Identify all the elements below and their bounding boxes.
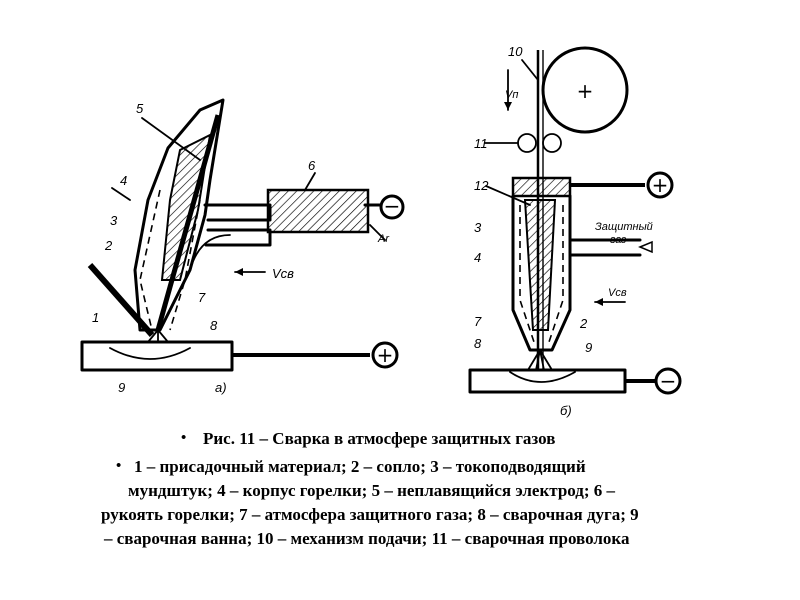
plus-sign-b: + [652,173,669,197]
gas-inlet-b [638,240,653,254]
gas-flow-a2 [169,199,201,331]
leader-b-10 [521,59,539,81]
diagram-svg: + − Vсв [80,44,682,418]
label-b-3: 3 [474,220,482,235]
arc-b [527,349,553,371]
label-b-9: 9 [585,340,592,355]
arrow-label-b: Vсв [608,287,627,299]
panel-tag-b: б) [560,403,572,418]
leader-b-12 [485,185,531,206]
weld-pool-a [109,347,191,360]
label-b-8: 8 [474,336,482,351]
contact-block-b [511,176,572,198]
arrow-label-a: Vсв [272,266,294,281]
label-a-3: 3 [110,213,118,228]
label-b-7: 7 [474,314,482,329]
gas-label-b1: Защитный [595,221,653,233]
handle-bend-a [189,234,231,271]
arrow-head-a [235,268,243,276]
filler-rod-a [87,263,155,337]
label-b-4: 4 [474,250,481,265]
workpiece-a [80,340,234,372]
legend-line-2: мундштук; 4 – корпус горелки; 5 – неплав… [128,481,616,500]
panel-a-torch: + − Vсв [80,98,405,395]
legend-line-3: рукоять горелки; 7 – атмосфера защитного… [101,505,639,524]
roller-plus: + [577,79,594,103]
feed-label: Vп [505,89,518,101]
contact-tip-b [523,199,557,331]
drive-roller-r [542,133,562,153]
gas-flow-a1 [139,189,161,331]
arrow-head-b [595,298,603,306]
leader-a-5 [141,117,201,161]
plus-sign-a: + [377,343,394,367]
label-a-7: 7 [198,290,206,305]
label-b-11: 11 [474,136,488,151]
handle-grip-a [266,188,370,234]
gas-pipe-b [568,238,642,257]
label-b-12: 12 [474,178,489,193]
label-a-9: 9 [118,380,125,395]
label-b-2: 2 [579,316,588,331]
holder-a [160,133,212,281]
welding-diagram: + − Vсв [40,40,720,430]
minus-terminal-b [654,367,682,395]
figure-title: Рис. 11 – Сварка в атмосфере защитных га… [203,429,556,448]
leader-a-6 [304,172,316,191]
bullet-title: • [181,430,187,446]
weld-pool-b [509,371,576,383]
panel-b-torch: + + Защитный газ [468,44,682,418]
label-a-2: 2 [104,238,113,253]
bullet-legend: • [116,458,122,474]
minus-terminal-a [379,194,405,220]
drive-roller-l [517,133,537,153]
label-b-10: 10 [508,44,523,59]
legend-line-1: 1 – присадочный материал; 2 – сопло; 3 –… [134,457,586,476]
label-a-5: 5 [136,101,144,116]
gas-flow-b1 [519,205,536,346]
gas-flow-b2 [547,205,564,346]
plus-terminal-b [646,171,674,199]
label-a-8: 8 [210,318,218,333]
leader-a-4 [111,187,131,201]
arc-a [147,329,169,343]
plus-terminal-a [371,341,399,369]
gas-label-a: Ar [377,233,390,245]
gas-label-b2: газ [610,234,626,246]
label-a-4: 4 [120,173,127,188]
label-a-6: 6 [308,158,316,173]
gas-inlet-a [369,224,386,241]
electrode-a [155,114,221,331]
panel-tag-a: а) [215,380,227,395]
handle-tube-a [203,203,272,222]
minus-sign-a: − [384,194,401,218]
feed-arrow-head [504,102,512,110]
minus-sign-b: − [660,369,677,393]
legend-line-4: – сварочная ванна; 10 – механизм подачи;… [104,529,630,548]
handle-tube-b [204,228,272,247]
label-a-1: 1 [92,310,99,325]
